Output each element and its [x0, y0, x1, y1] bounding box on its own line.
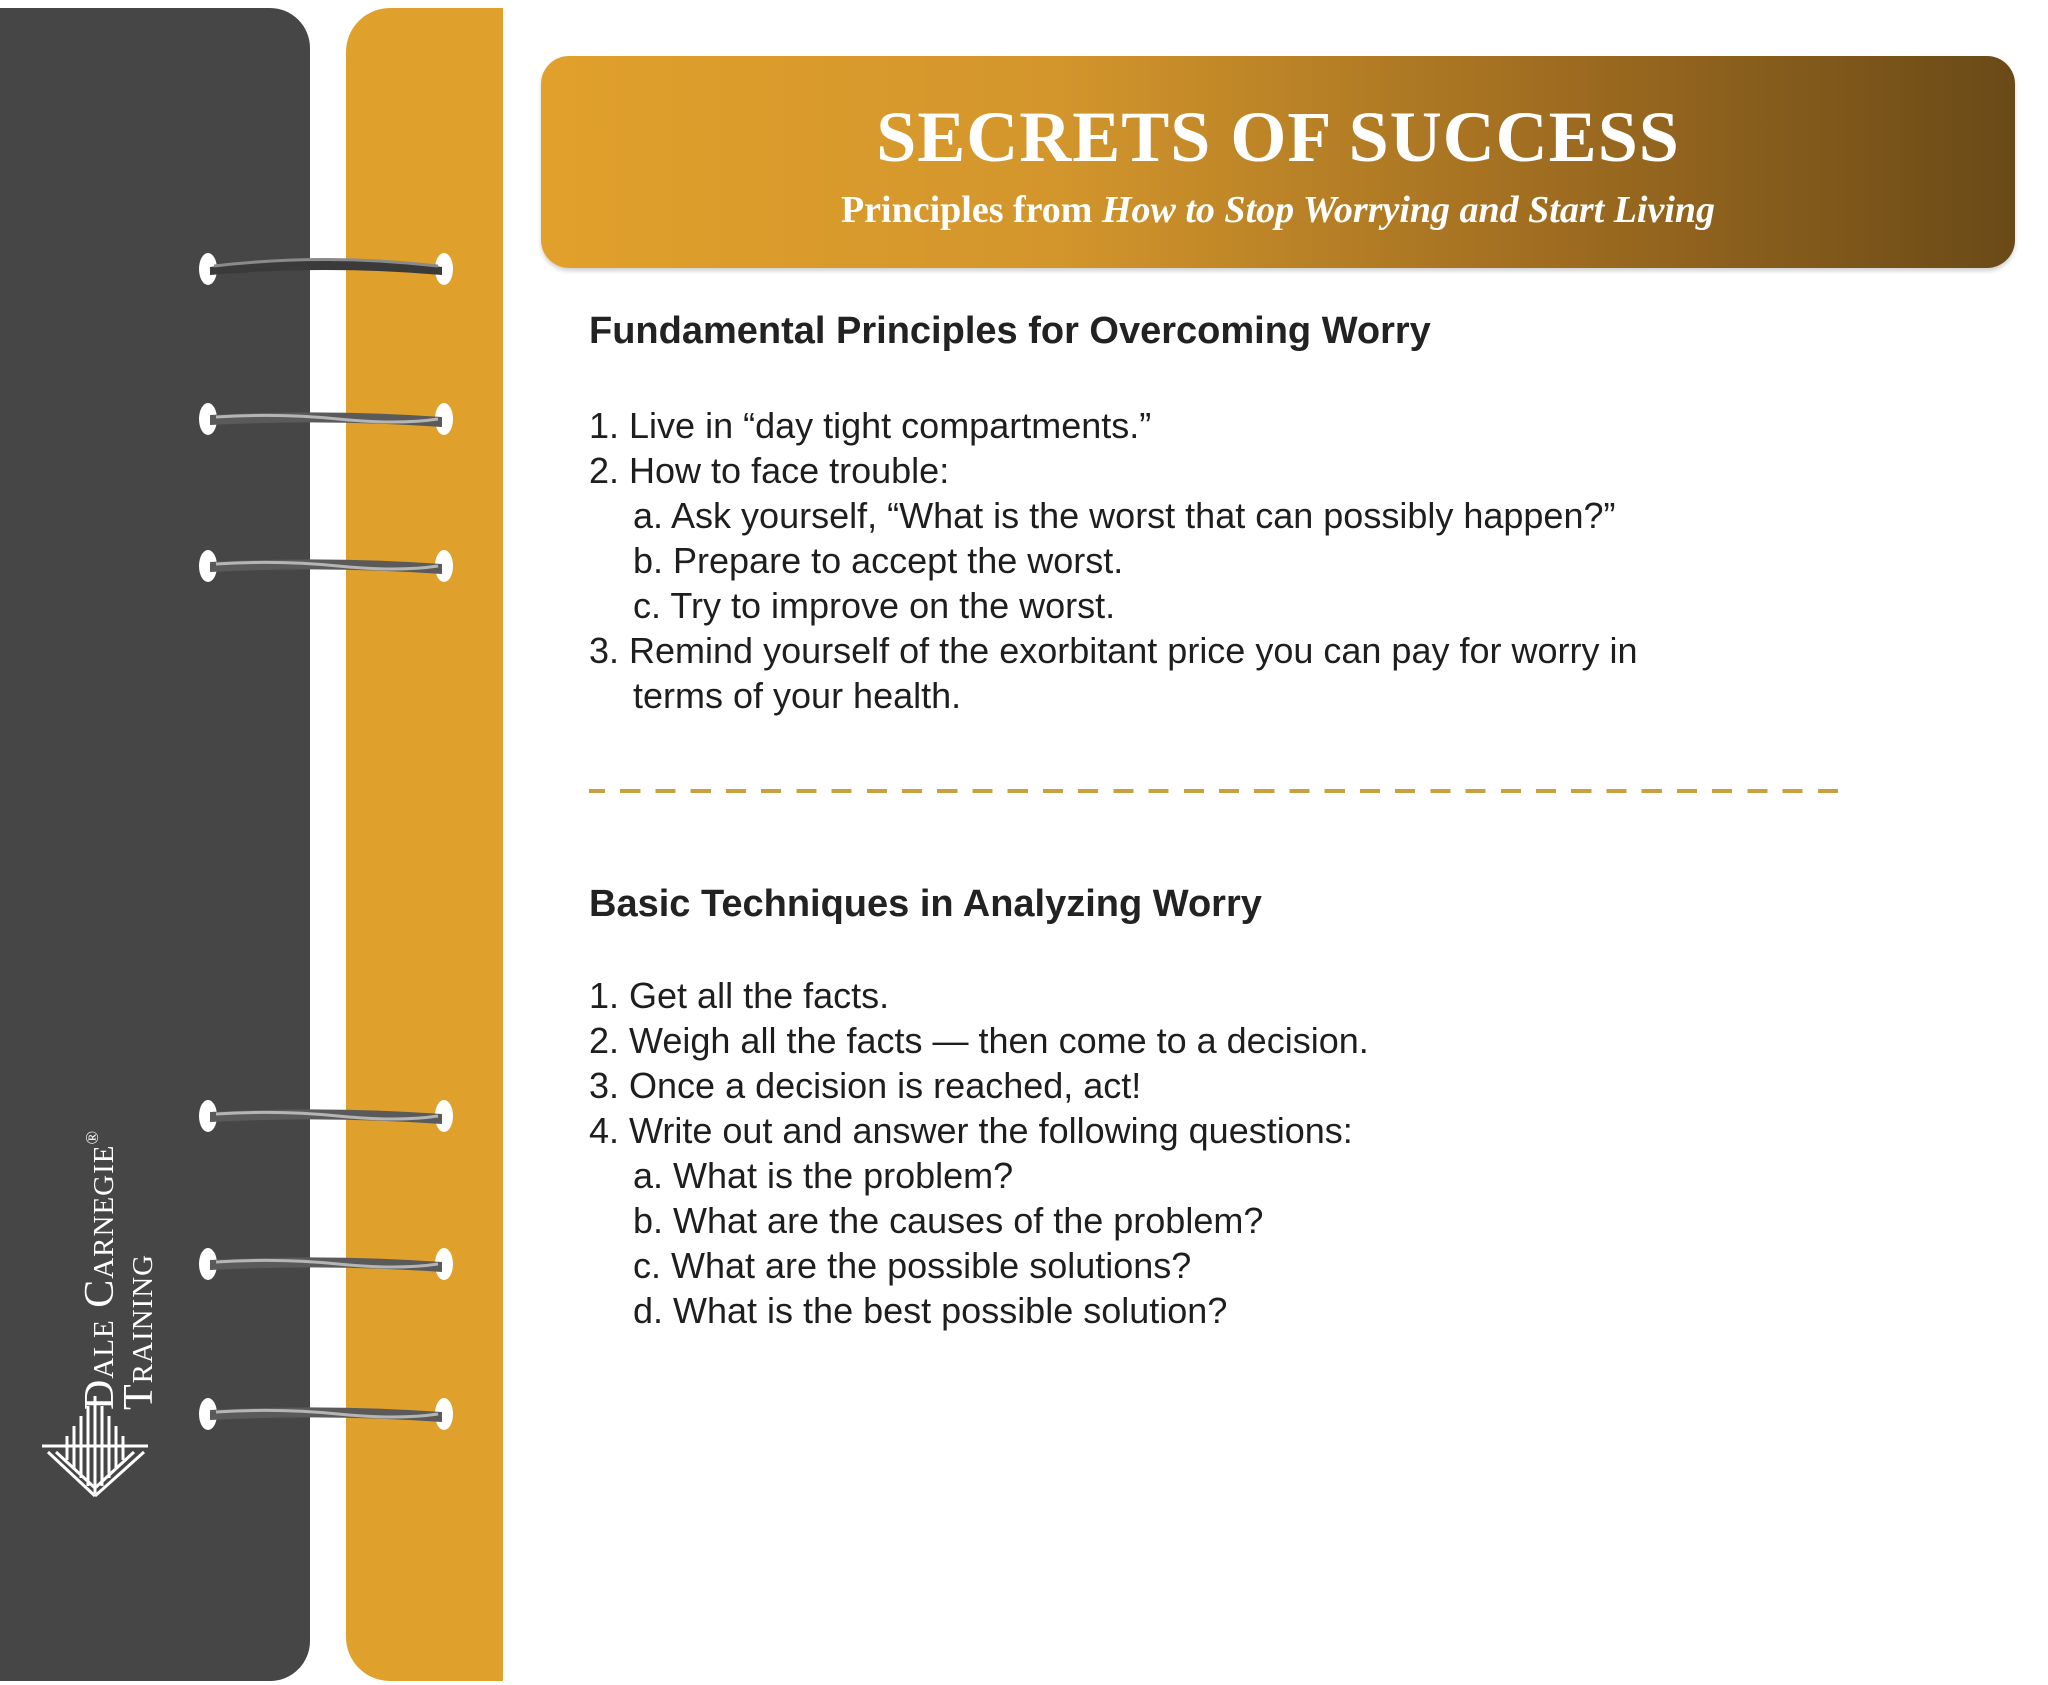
list-item: c. What are the possible solutions?: [633, 1245, 1192, 1286]
list-item: 2. Weigh all the facts — then come to a …: [589, 1020, 1369, 1061]
section-heading-principles: Fundamental Principles for Overcoming Wo…: [589, 310, 1431, 352]
binder-ring-icon: [198, 395, 454, 443]
binder-ring-icon: [198, 1092, 454, 1140]
binder-ring-icon: [198, 1390, 454, 1438]
list-item: 1. Get all the facts.: [589, 975, 890, 1016]
section-divider: [589, 789, 1853, 793]
brand-wordmark: Dale Carnegie® Training: [72, 1050, 162, 1410]
page-title: SECRETS OF SUCCESS: [876, 97, 1680, 177]
list-item: b. Prepare to accept the worst.: [633, 540, 1124, 581]
list-item: 1. Live in “day tight compartments.”: [589, 405, 1152, 446]
subtitle-book-title: How to Stop Worrying and Start Living: [1101, 189, 1716, 231]
binder-tab-gold: [346, 8, 503, 1681]
list-item: terms of your health.: [633, 675, 962, 716]
list-item: c. Try to improve on the worst.: [633, 585, 1116, 626]
registered-mark: ®: [82, 1129, 102, 1145]
binder-ring-icon: [198, 245, 454, 293]
list-item: d. What is the best possible solution?: [633, 1290, 1228, 1331]
list-item: 3. Once a decision is reached, act!: [589, 1065, 1142, 1106]
list-item: b. What are the causes of the problem?: [633, 1200, 1264, 1241]
binder-ring-icon: [198, 542, 454, 590]
section-heading-techniques: Basic Techniques in Analyzing Worry: [589, 883, 1262, 925]
principles-list: 1. Live in “day tight compartments.” 2. …: [589, 403, 1638, 718]
list-item: 3. Remind yourself of the exorbitant pri…: [589, 630, 1638, 671]
subtitle-prefix: Principles from: [840, 189, 1093, 231]
title-banner: SECRETS OF SUCCESS Principles from How t…: [541, 56, 2015, 268]
list-item: 4. Write out and answer the following qu…: [589, 1110, 1353, 1151]
binder-cover-dark: [0, 8, 310, 1681]
brand-line2: Training: [116, 1253, 162, 1410]
list-item: a. What is the problem?: [633, 1155, 1014, 1196]
page-subtitle: Principles from How to Stop Worrying and…: [541, 186, 2015, 234]
list-item: a. Ask yourself, “What is the worst that…: [633, 495, 1616, 536]
list-item: 2. How to face trouble:: [589, 450, 950, 491]
techniques-list: 1. Get all the facts. 2. Weigh all the f…: [589, 973, 1369, 1333]
dale-carnegie-logo-icon: [42, 1396, 148, 1498]
binder-ring-icon: [198, 1240, 454, 1288]
